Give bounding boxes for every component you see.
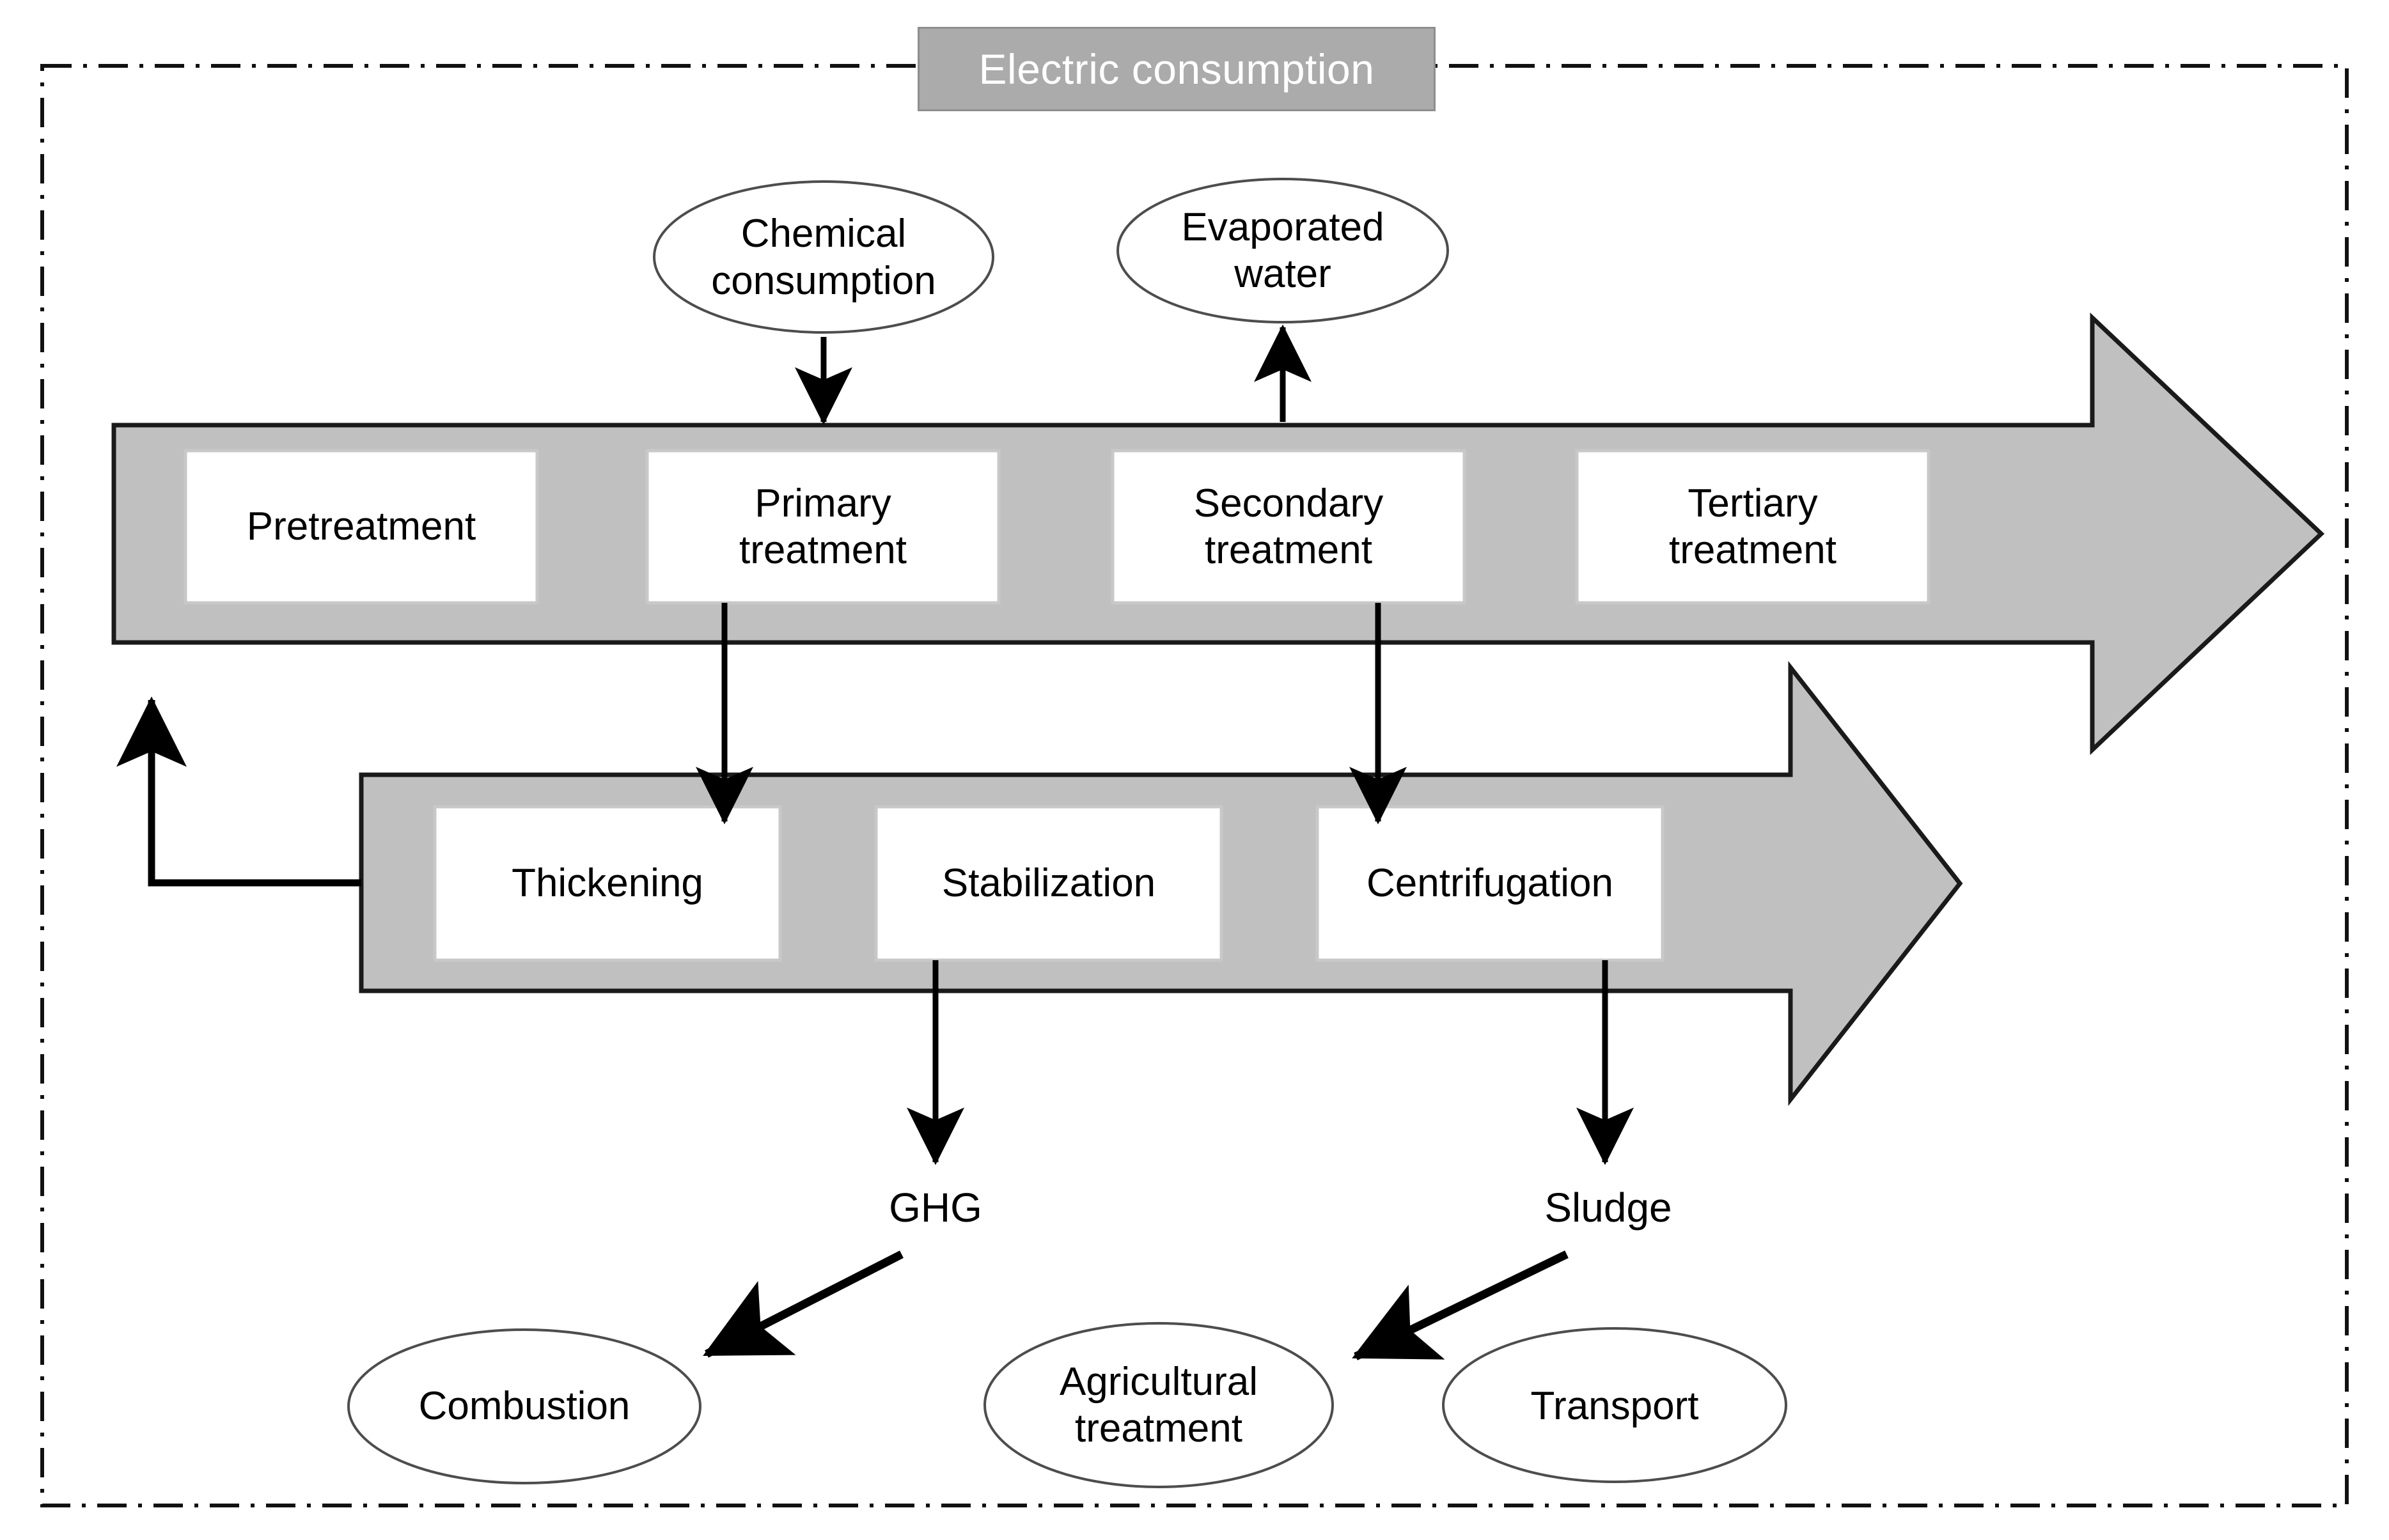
process-box-pretreatment[interactable] bbox=[184, 449, 539, 605]
arrow-ghg-to-combustion bbox=[703, 1250, 904, 1358]
arrow-recycle-return bbox=[116, 696, 361, 887]
process-box-secondary-treatment[interactable] bbox=[1111, 449, 1466, 605]
ellipse-evaporated-water[interactable] bbox=[1116, 178, 1449, 323]
ellipse-transport[interactable] bbox=[1442, 1327, 1787, 1483]
process-box-thickening[interactable] bbox=[433, 805, 782, 962]
ellipse-chemical-consumption[interactable] bbox=[653, 180, 994, 334]
boundary-title: Electric consumption bbox=[918, 27, 1436, 111]
process-box-stabilization[interactable] bbox=[874, 805, 1223, 962]
ellipse-combustion[interactable] bbox=[347, 1328, 701, 1484]
process-box-centrifugation[interactable] bbox=[1315, 805, 1664, 962]
arrow-sludge-to-agricultural-treatment bbox=[1352, 1250, 1569, 1360]
boundary-title-text: Electric consumption bbox=[978, 45, 1375, 93]
process-box-primary-treatment[interactable] bbox=[645, 449, 1001, 605]
ellipse-agricultural-treatment[interactable] bbox=[983, 1322, 1334, 1488]
process-box-tertiary-treatment[interactable] bbox=[1575, 449, 1931, 605]
